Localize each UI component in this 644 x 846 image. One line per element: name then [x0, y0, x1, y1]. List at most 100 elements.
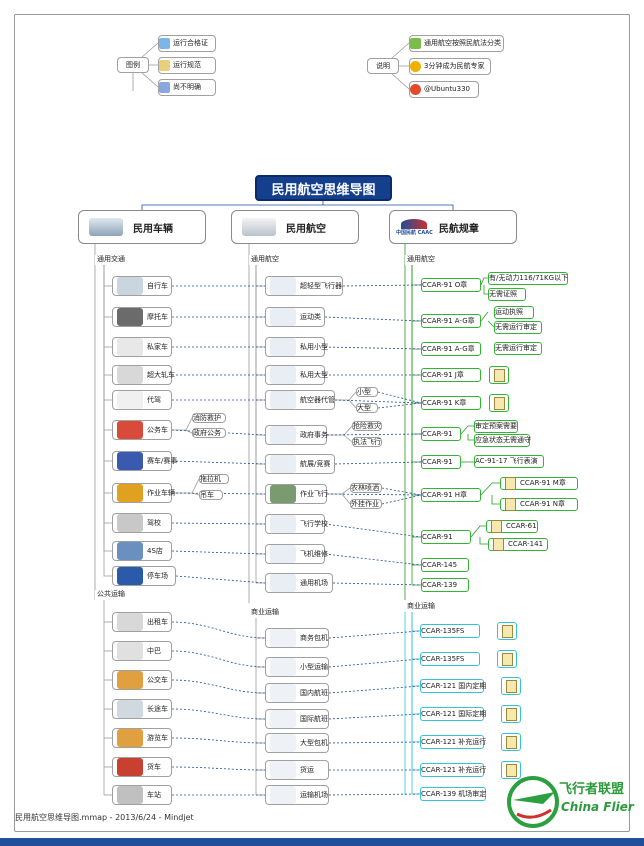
- aviation-item[interactable]: 超轻型飞行器: [265, 276, 343, 296]
- legend-node[interactable]: 图例: [117, 57, 149, 73]
- note-item[interactable]: @Ubuntu330: [409, 81, 479, 98]
- regulation-link[interactable]: [497, 650, 517, 668]
- branch-vehicles[interactable]: 民用车辆: [78, 210, 206, 244]
- rule-item[interactable]: CCAR-139 机场审定: [420, 787, 486, 801]
- regulation-link[interactable]: [489, 366, 509, 384]
- rule-item[interactable]: CCAR-91 K章: [421, 396, 481, 410]
- vehicle-item[interactable]: 车站: [112, 785, 172, 805]
- rule-item[interactable]: CCAR-135FS: [420, 652, 480, 666]
- regulation-link[interactable]: [501, 677, 521, 695]
- rule-detail[interactable]: 审定预案需要: [474, 420, 518, 433]
- rule-detail[interactable]: 无需运行审定: [494, 321, 542, 334]
- aviation-tag[interactable]: 外挂作业: [350, 499, 382, 509]
- vehicle-item[interactable]: 出租车: [112, 612, 172, 632]
- rule-detail[interactable]: CCAR-141: [488, 538, 548, 551]
- aviation-item[interactable]: 通用机场: [265, 573, 333, 593]
- aviation-item[interactable]: 商务包机: [265, 628, 329, 648]
- vehicle-item[interactable]: 公交车: [112, 670, 172, 690]
- aviation-item[interactable]: 国际航班: [265, 709, 329, 729]
- rules-group-general[interactable]: 通用航空: [405, 255, 445, 265]
- vehicle-item[interactable]: 私家车: [112, 337, 172, 357]
- aviation-tag[interactable]: 农林喷洒: [350, 483, 382, 493]
- rule-item[interactable]: CCAR-91 H章: [421, 488, 481, 502]
- aviation-item[interactable]: 航空器代管: [265, 390, 335, 410]
- rule-item[interactable]: CCAR-121 补充运行: [420, 735, 486, 749]
- note-item[interactable]: 通用航空按照民航法分类: [409, 35, 504, 52]
- rule-item[interactable]: CCAR-91 A-G章: [421, 342, 481, 356]
- aviation-item[interactable]: 私用小型: [265, 337, 328, 357]
- note-node[interactable]: 说明: [367, 58, 399, 74]
- legend-item[interactable]: 运行规范: [158, 57, 216, 74]
- rule-detail[interactable]: CCAR-61: [486, 520, 538, 533]
- vehicle-tag[interactable]: 消防救护: [192, 413, 226, 423]
- rule-detail[interactable]: AC-91-17 飞行表演: [474, 455, 544, 468]
- aviation-group-general[interactable]: 通用航空: [249, 255, 289, 265]
- aviation-item[interactable]: 小型运输: [265, 657, 329, 677]
- rule-item[interactable]: CCAR-91 A-G章: [421, 314, 481, 328]
- aviation-tag[interactable]: 抢险救灾: [352, 421, 382, 431]
- vehicle-group-general[interactable]: 通用交通: [95, 255, 135, 265]
- note-item[interactable]: 3分钟成为民航专家: [409, 58, 491, 75]
- regulation-link[interactable]: [501, 733, 521, 751]
- aviation-item[interactable]: 私用大型: [265, 365, 328, 385]
- aviation-item[interactable]: 货运: [265, 760, 329, 780]
- vehicle-item[interactable]: 货车: [112, 757, 172, 777]
- vehicle-item[interactable]: 超大轧车: [112, 365, 175, 385]
- aviation-item[interactable]: 运输机场: [265, 785, 329, 805]
- vehicle-tag[interactable]: 吊车: [199, 490, 223, 500]
- legend-item[interactable]: 尚不明确: [158, 79, 216, 96]
- rule-detail[interactable]: CCAR-91 N章: [500, 498, 578, 511]
- rule-detail[interactable]: CCAR-91 M章: [500, 477, 578, 490]
- map-title[interactable]: 民用航空思维导图: [255, 175, 392, 201]
- aviation-item[interactable]: 作业飞行: [265, 484, 328, 504]
- rule-item[interactable]: CCAR-121 国内定期: [420, 679, 486, 693]
- aviation-item[interactable]: 飞行学校: [265, 514, 328, 534]
- rules-group-commercial[interactable]: 商业运输: [405, 602, 445, 612]
- vehicle-item[interactable]: 自行车: [112, 276, 172, 296]
- vehicle-item[interactable]: 停车场: [112, 566, 176, 586]
- aviation-item[interactable]: 政府事务: [265, 425, 328, 445]
- vehicle-item[interactable]: 公务车: [112, 420, 172, 440]
- rule-item[interactable]: CCAR-139: [421, 578, 469, 592]
- regulation-link[interactable]: [489, 394, 509, 412]
- vehicle-item[interactable]: 作业车辆: [112, 483, 175, 503]
- vehicle-item[interactable]: 中巴: [112, 641, 172, 661]
- aviation-item[interactable]: 运动类: [265, 307, 325, 327]
- regulation-link[interactable]: [501, 705, 521, 723]
- vehicle-group-public[interactable]: 公共运输: [95, 590, 135, 600]
- vehicle-item[interactable]: 代驾: [112, 390, 172, 410]
- rule-item[interactable]: CCAR-91 J章: [421, 368, 481, 382]
- aviation-tag[interactable]: 小型: [356, 387, 378, 397]
- legend-item[interactable]: 运行合格证: [158, 35, 216, 52]
- rule-detail[interactable]: 无需运行审定: [494, 342, 542, 355]
- aviation-item[interactable]: 大型包机: [265, 733, 329, 753]
- rule-detail[interactable]: 无需证照: [488, 288, 526, 301]
- aviation-item[interactable]: 国内航班: [265, 683, 329, 703]
- rule-detail[interactable]: 应急状态无需通守: [474, 434, 531, 447]
- aviation-group-commercial[interactable]: 商业运输: [249, 608, 289, 618]
- rule-item[interactable]: CCAR-91: [421, 530, 471, 544]
- rule-item[interactable]: CCAR-145: [421, 558, 469, 572]
- regulation-link[interactable]: [497, 622, 517, 640]
- rule-item[interactable]: CCAR-91 O章: [421, 278, 481, 292]
- rule-detail[interactable]: 有/无动力116/71KG以下: [488, 272, 568, 285]
- rule-item[interactable]: CCAR-121 国际定期: [420, 707, 486, 721]
- vehicle-item[interactable]: 长途车: [112, 699, 172, 719]
- vehicle-item[interactable]: 赛车/赛事: [112, 451, 177, 471]
- aviation-item[interactable]: 飞机维修: [265, 544, 328, 564]
- vehicle-item[interactable]: 驾校: [112, 513, 172, 533]
- aviation-tag[interactable]: 大型: [356, 403, 378, 413]
- aviation-tag[interactable]: 执法飞行: [352, 437, 382, 447]
- rule-item[interactable]: CCAR-91: [421, 455, 461, 469]
- regulation-link[interactable]: [501, 761, 521, 779]
- vehicle-tag[interactable]: 拖拉机: [199, 474, 229, 484]
- rule-item[interactable]: CCAR-135FS: [420, 624, 480, 638]
- rule-item[interactable]: CCAR-121 补充运行: [420, 763, 486, 777]
- vehicle-item[interactable]: 摩托车: [112, 307, 172, 327]
- vehicle-item[interactable]: 4S店: [112, 541, 172, 561]
- aviation-item[interactable]: 航展/竞赛: [265, 454, 335, 474]
- rule-item[interactable]: CCAR-91: [421, 427, 461, 441]
- vehicle-tag[interactable]: 政府公务: [192, 428, 226, 438]
- branch-aviation[interactable]: 民用航空: [231, 210, 359, 244]
